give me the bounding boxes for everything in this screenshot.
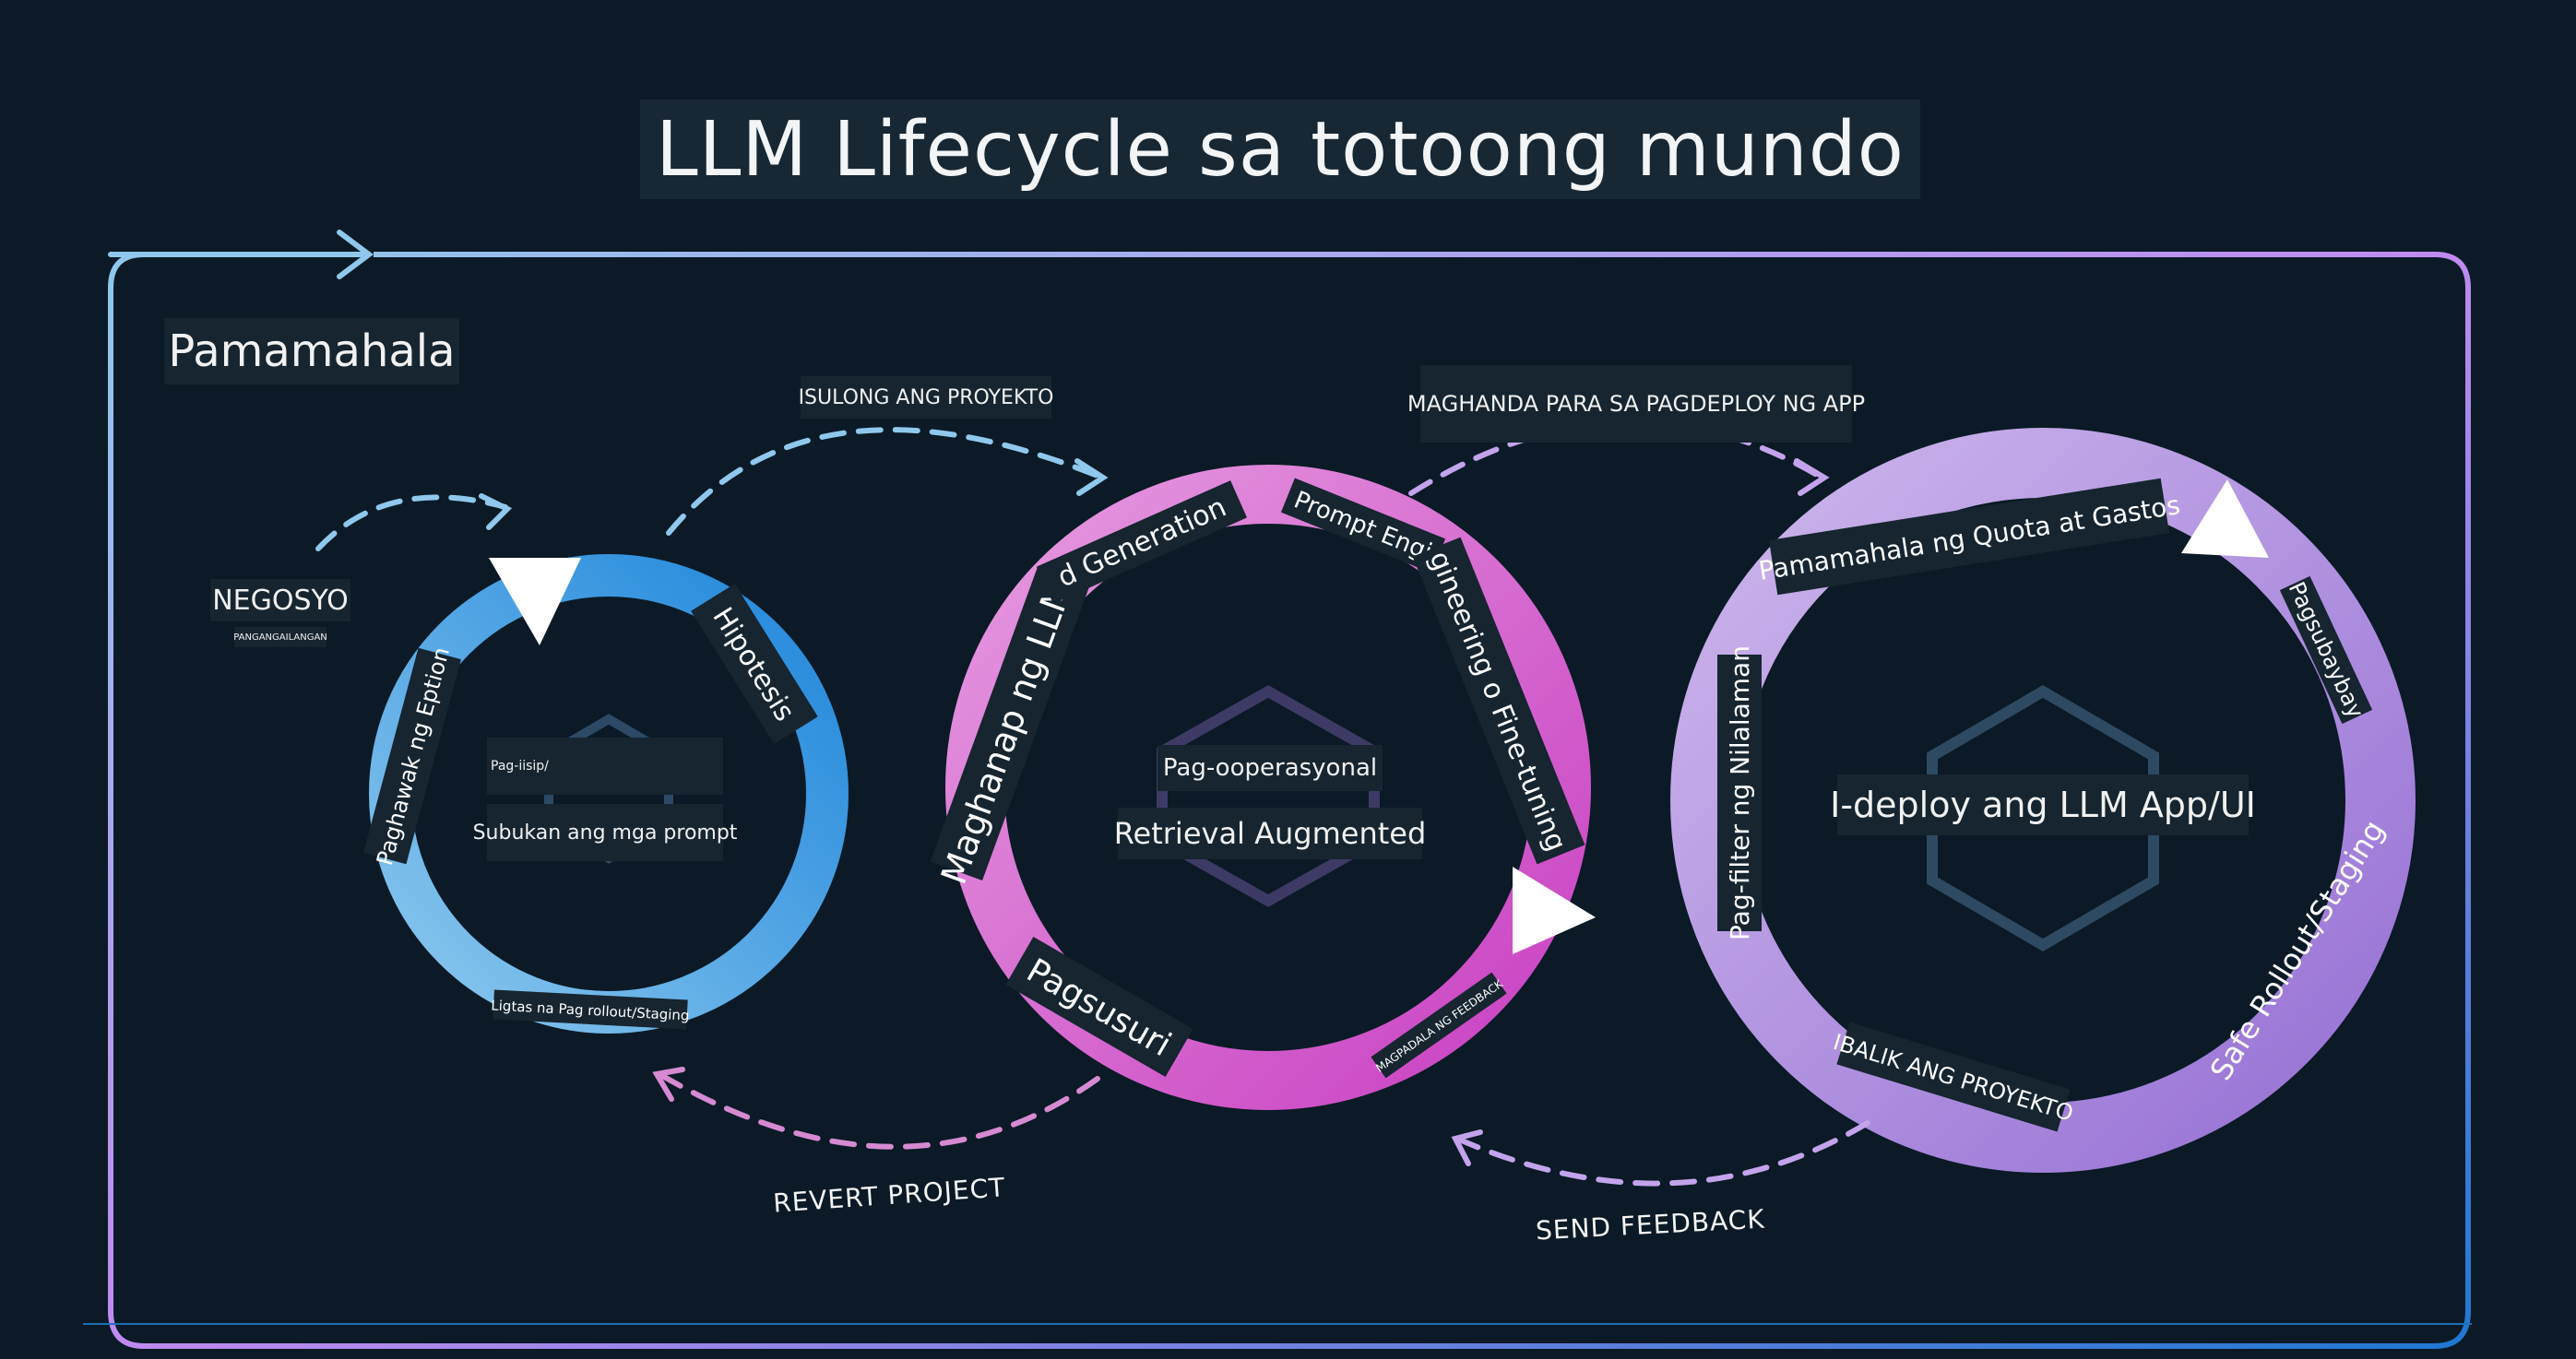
building-arrow-icon	[1513, 867, 1596, 954]
arrowhead-1-icon	[479, 493, 513, 530]
operationalizing-center-main: I-deploy ang LLM App/UI	[1830, 774, 2256, 835]
ring-label: Pag-filter ng Nilalaman	[1725, 645, 1755, 940]
arrowhead-4-icon	[652, 1067, 685, 1102]
flow-deploy-label: MAGHANDA PARA SA PAGDEPLOY NG APP	[1407, 365, 1865, 443]
building-center-main: Retrieval Augmented	[1114, 808, 1426, 859]
building-center-small: Pag-ooperasyonal	[1157, 745, 1383, 791]
arrowhead-5-icon	[1451, 1129, 1483, 1166]
flow-advance-arrow	[666, 427, 1105, 536]
page-title: LLM Lifecycle sa totoong mundo	[656, 105, 1905, 194]
operationalizing-ring	[1670, 428, 2416, 1173]
business-sublabel: PANGANGAILANGAN	[233, 627, 327, 647]
flow-advance-label: ISULONG ANG PROYEKTO	[799, 376, 1053, 419]
arrowhead-2-icon	[1074, 458, 1109, 496]
business-label: NEGOSYO	[210, 579, 350, 621]
building-hex-icon	[1157, 685, 1380, 907]
ideation-center-main: Subukan ang mga prompt	[473, 804, 737, 861]
governance-frame	[108, 252, 2471, 1349]
operationalizing-arrow-icon	[2181, 479, 2269, 558]
title-banner: LLM Lifecycle sa totoong mundo	[640, 100, 1920, 199]
arrowhead-3-icon	[1794, 458, 1830, 496]
ideation-center-small: Pag-iisip/	[487, 738, 723, 795]
flow-feedback-arrow	[1454, 1120, 1870, 1187]
flow-revert-arrow	[657, 1071, 1100, 1150]
frame-arrow-icon	[108, 230, 374, 279]
flow-business-arrow	[315, 494, 508, 551]
operationalizing-hex-icon	[1927, 685, 2159, 951]
ideation-arrow-icon	[489, 558, 581, 645]
governance-label: Pamamahala	[164, 318, 459, 384]
